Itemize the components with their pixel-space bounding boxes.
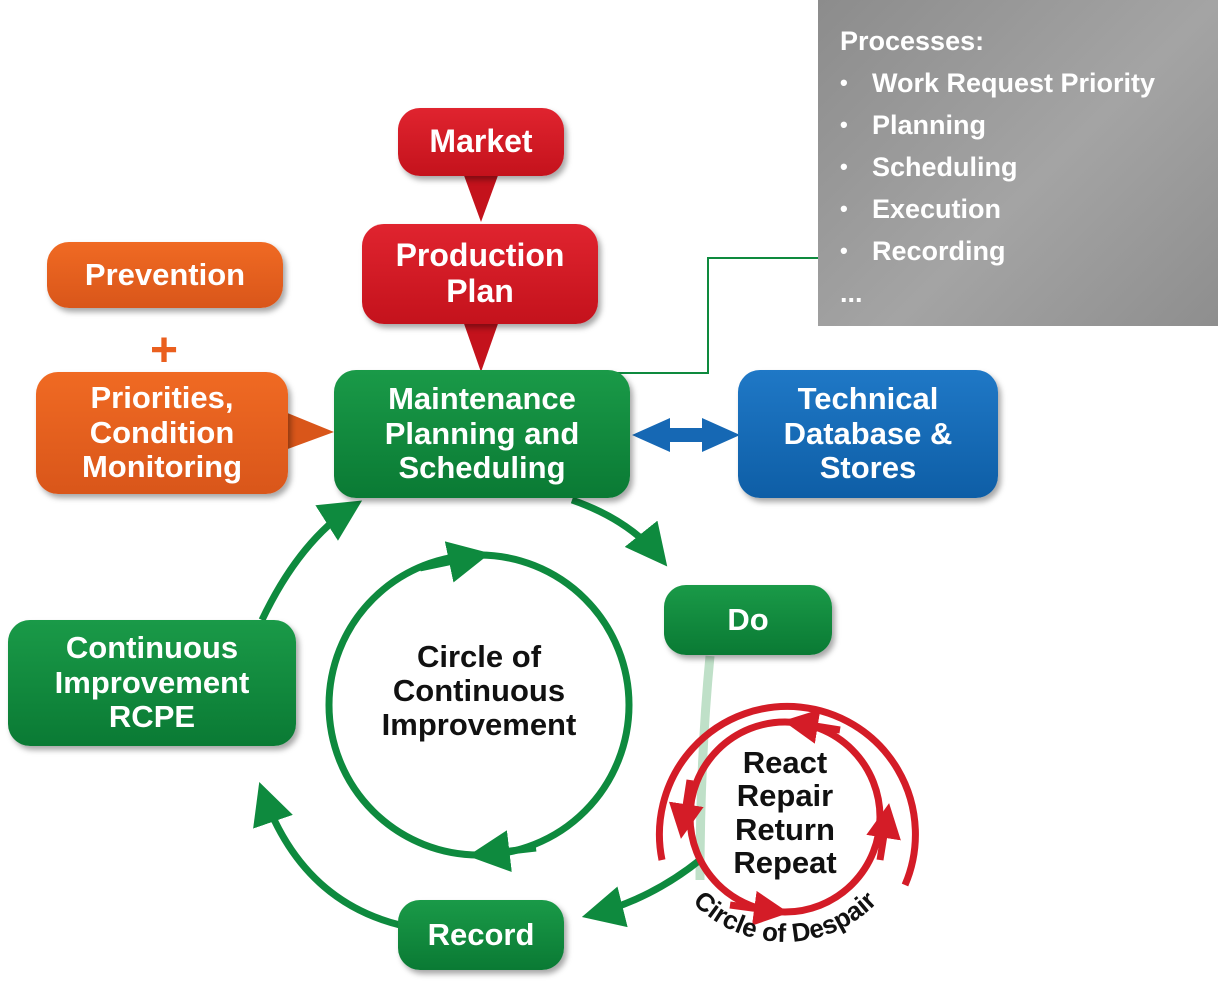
processes-panel: Processes: • Work Request Priority • Plann… xyxy=(818,0,1218,326)
bullet-icon: • xyxy=(840,70,848,95)
bullet-icon: • xyxy=(840,238,848,263)
production-plan-box: Production Plan xyxy=(362,224,598,324)
process-item: • Planning xyxy=(840,104,1218,146)
processes-list: • Work Request Priority • Planning • Schedu… xyxy=(840,62,1218,272)
priorities-pointer xyxy=(285,412,334,450)
priorities-box: Priorities, Condition Monitoring xyxy=(36,372,288,494)
technical-line-1: Technical xyxy=(797,380,939,416)
improvement-loop xyxy=(253,496,715,929)
process-item: • Scheduling xyxy=(840,146,1218,188)
record-box: Record xyxy=(398,900,564,970)
maintenance-box: Maintenance Planning and Scheduling xyxy=(334,370,630,498)
record-label: Record xyxy=(427,916,535,952)
priorities-line-2: Condition xyxy=(89,414,235,450)
react-repair-label: React Repair Return Repeat xyxy=(690,746,880,880)
priorities-line-3: Monitoring xyxy=(81,449,243,485)
circle-ci-line-3: Improvement xyxy=(381,707,577,743)
circle-ci-line-1: Circle of xyxy=(416,639,542,674)
process-item: • Work Request Priority xyxy=(840,62,1218,104)
production-plan-line-2: Plan xyxy=(446,273,514,309)
continuous-line-2: Improvement xyxy=(54,664,250,700)
processes-title: Processes: xyxy=(840,26,985,56)
process-item-label: Execution xyxy=(872,194,1002,224)
technical-line-2: Database & xyxy=(783,415,953,451)
prevention-box: Prevention xyxy=(47,242,283,308)
circle-of-despair-label: Circle of Despair xyxy=(688,885,882,948)
market-pointer xyxy=(462,170,500,222)
process-item: • Recording xyxy=(840,230,1218,272)
processes-connector xyxy=(612,257,818,374)
process-item-label: Work Request Priority xyxy=(872,68,1156,98)
do-box: Do xyxy=(664,585,832,655)
production-plan-line-1: Production xyxy=(395,237,565,274)
circle-ci-label: Circle of Continuous Improvement xyxy=(340,639,618,743)
bullet-icon: • xyxy=(840,112,848,137)
technical-line-3: Stores xyxy=(819,450,917,486)
do-label: Do xyxy=(727,601,769,637)
priorities-line-1: Priorities, xyxy=(90,379,234,415)
continuous-line-1: Continuous xyxy=(65,629,239,665)
process-item-label: Scheduling xyxy=(872,152,1018,182)
circle-of-continuous-improvement xyxy=(325,541,633,872)
process-item-label: Recording xyxy=(872,236,1006,266)
maintenance-line-1: Maintenance xyxy=(388,380,576,416)
technical-box: Technical Database & Stores xyxy=(738,370,998,498)
process-item-label: Planning xyxy=(872,110,986,140)
plus-icon: + xyxy=(149,324,179,377)
circle-of-despair xyxy=(655,702,919,926)
react-line-2: Repair xyxy=(736,778,834,814)
double-arrow-icon xyxy=(632,418,740,452)
react-line-3: Return xyxy=(735,811,835,847)
react-line-4: Repeat xyxy=(733,845,837,881)
prevention-label: Prevention xyxy=(84,256,246,292)
react-line-1: React xyxy=(742,745,828,780)
maintenance-line-3: Scheduling xyxy=(398,450,566,486)
maintenance-line-2: Planning and xyxy=(384,415,580,451)
circle-ci-line-2: Continuous xyxy=(392,673,566,709)
process-item: • Execution xyxy=(840,188,1218,230)
continuous-improvement-box: Continuous Improvement RCPE xyxy=(8,620,296,746)
market-label: Market xyxy=(429,123,533,160)
bullet-icon: • xyxy=(840,196,848,221)
market-box: Market xyxy=(398,108,564,176)
processes-more: ... xyxy=(840,278,863,308)
continuous-line-3: RCPE xyxy=(108,699,196,735)
production-plan-pointer xyxy=(462,318,500,372)
bullet-icon: • xyxy=(840,154,848,179)
